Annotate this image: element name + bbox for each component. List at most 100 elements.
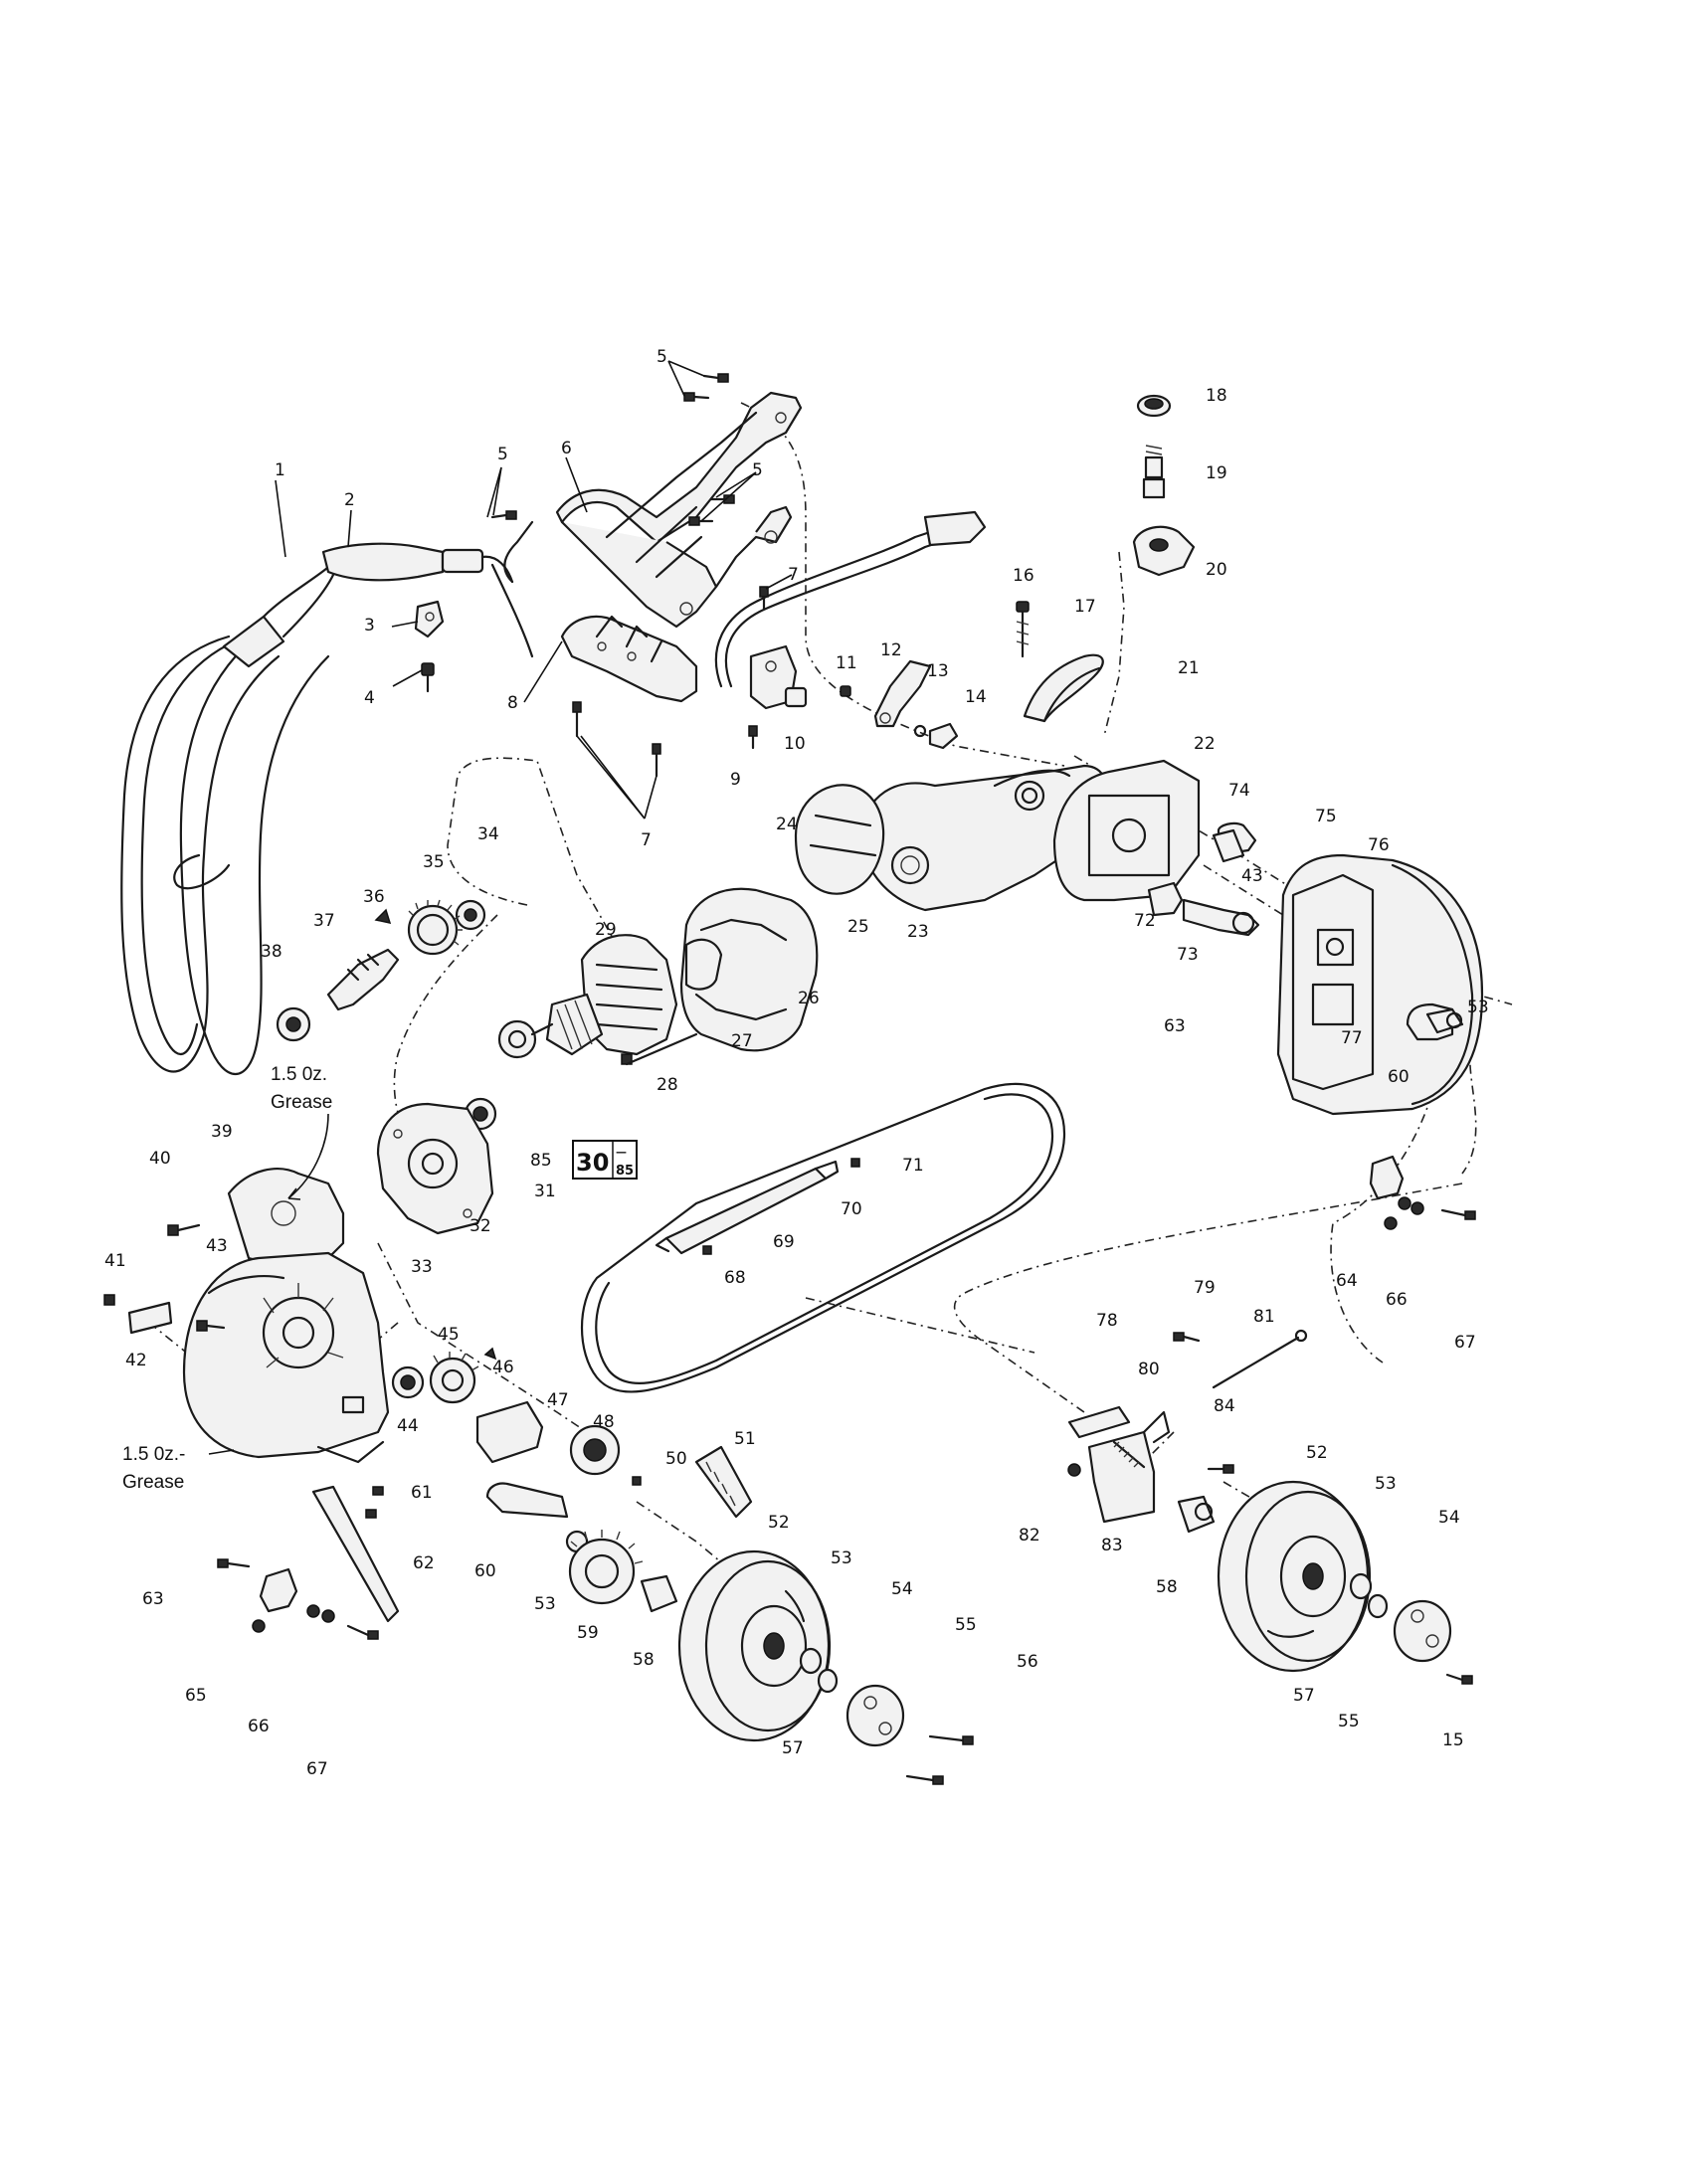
callout-13: 13 — [927, 661, 949, 681]
callout-61: 61 — [411, 1483, 433, 1503]
callout-17: 17 — [1074, 597, 1096, 617]
callout-39: 39 — [211, 1122, 233, 1142]
callout-66b: 66 — [1386, 1290, 1408, 1310]
callout-23: 23 — [907, 922, 929, 942]
callout-21: 21 — [1178, 658, 1200, 678]
left-drive-parts — [485, 1445, 753, 1605]
right-wheel — [1217, 1480, 1372, 1673]
leader-lines — [275, 360, 793, 819]
armature — [497, 934, 678, 1059]
callout-83: 83 — [1101, 1536, 1123, 1555]
belt-guide — [655, 1158, 860, 1255]
rear-wheel-housing — [1276, 853, 1484, 1116]
callout-25: 25 — [847, 917, 869, 937]
callout-64: 64 — [1336, 1271, 1358, 1291]
callout-74: 74 — [1228, 781, 1250, 801]
callout-67a: 67 — [306, 1759, 328, 1779]
callout-28: 28 — [657, 1075, 678, 1095]
callout-78: 78 — [1096, 1311, 1118, 1331]
baffle — [794, 784, 885, 895]
callout-41: 41 — [104, 1251, 126, 1271]
callout-53d: 53 — [1467, 998, 1489, 1017]
callout-67b: 67 — [1454, 1333, 1476, 1353]
callout-57a: 57 — [782, 1738, 804, 1758]
callout-27: 27 — [731, 1031, 753, 1051]
kit-box-sub-top: — — [616, 1146, 627, 1159]
callout-9: 9 — [730, 770, 741, 790]
callout-5a: 5 — [657, 347, 667, 367]
screw-16 — [1016, 601, 1030, 658]
kit-box-sub-bottom: 85 — [616, 1164, 634, 1179]
blade-guide-left — [217, 1485, 400, 1640]
callout-55a: 55 — [955, 1615, 977, 1635]
callout-54b: 54 — [1438, 1508, 1460, 1528]
blade-guide-right — [1067, 1329, 1308, 1524]
callout-34: 34 — [477, 824, 499, 844]
callout-24: 24 — [776, 815, 798, 834]
callout-2: 2 — [344, 490, 355, 510]
frame-rear — [1052, 759, 1257, 917]
callout-77: 77 — [1341, 1028, 1363, 1048]
callout-54a: 54 — [891, 1579, 913, 1599]
trigger-button — [1023, 653, 1104, 723]
callout-57b: 57 — [1293, 1686, 1315, 1706]
callout-59: 59 — [577, 1623, 599, 1643]
callout-63b: 63 — [1164, 1016, 1186, 1036]
grease-note-bottom-line1: 1.5 0z.- — [122, 1444, 185, 1465]
callout-11: 11 — [836, 653, 857, 673]
callout-43a: 43 — [206, 1236, 228, 1256]
callout-10: 10 — [784, 734, 806, 754]
callout-53b: 53 — [831, 1548, 852, 1568]
grease-note-top-line1: 1.5 0z. — [271, 1064, 327, 1085]
callout-32: 32 — [470, 1216, 491, 1236]
screw-28 — [621, 1032, 698, 1066]
callout-81: 81 — [1253, 1307, 1275, 1327]
callout-5b: 5 — [497, 445, 508, 464]
bushing-74 — [1212, 828, 1245, 863]
callout-12: 12 — [880, 640, 902, 660]
small-parts-left — [103, 1223, 226, 1335]
callout-71: 71 — [902, 1156, 924, 1176]
bearing-housing — [376, 1102, 494, 1235]
callout-5c: 5 — [752, 460, 763, 480]
callout-58a: 58 — [633, 1650, 655, 1670]
callout-19: 19 — [1206, 463, 1227, 483]
callout-40: 40 — [149, 1149, 171, 1169]
screws-7 — [572, 586, 769, 778]
kit-box-main: 30 — [576, 1149, 609, 1177]
callout-70: 70 — [841, 1199, 862, 1219]
callout-75: 75 — [1315, 807, 1337, 826]
callout-44: 44 — [397, 1416, 419, 1436]
callout-26: 26 — [798, 989, 820, 1008]
callout-35: 35 — [423, 852, 445, 872]
callout-33: 33 — [411, 1257, 433, 1277]
callout-53c: 53 — [1375, 1474, 1397, 1494]
callout-73: 73 — [1177, 945, 1199, 965]
callout-52b: 52 — [1306, 1443, 1328, 1463]
grease-note-bottom-line2: Grease — [122, 1472, 184, 1493]
gear-housing — [858, 764, 1136, 912]
callout-42: 42 — [125, 1351, 147, 1370]
field-assembly — [679, 887, 819, 1052]
left-wheel — [677, 1549, 832, 1742]
callout-58b: 58 — [1156, 1577, 1178, 1597]
callout-63a: 63 — [142, 1589, 164, 1609]
callout-53a: 53 — [534, 1594, 556, 1614]
motor-housing — [182, 1251, 390, 1464]
cord-clamp — [414, 600, 445, 638]
callout-48: 48 — [593, 1412, 615, 1432]
callout-82: 82 — [1019, 1526, 1040, 1546]
callout-1: 1 — [275, 460, 285, 480]
callout-8: 8 — [507, 693, 518, 713]
callout-85: 85 — [530, 1151, 552, 1171]
callout-7b: 7 — [641, 830, 652, 850]
pulley-shaft — [1182, 898, 1260, 937]
saw-blade — [581, 1082, 1066, 1393]
callout-38: 38 — [261, 942, 282, 962]
callout-16: 16 — [1013, 566, 1034, 586]
callout-31: 31 — [534, 1182, 556, 1201]
knob-parts — [1132, 394, 1196, 577]
handle-lower — [560, 615, 698, 703]
callout-84: 84 — [1214, 1396, 1235, 1416]
callout-56: 56 — [1017, 1652, 1038, 1672]
